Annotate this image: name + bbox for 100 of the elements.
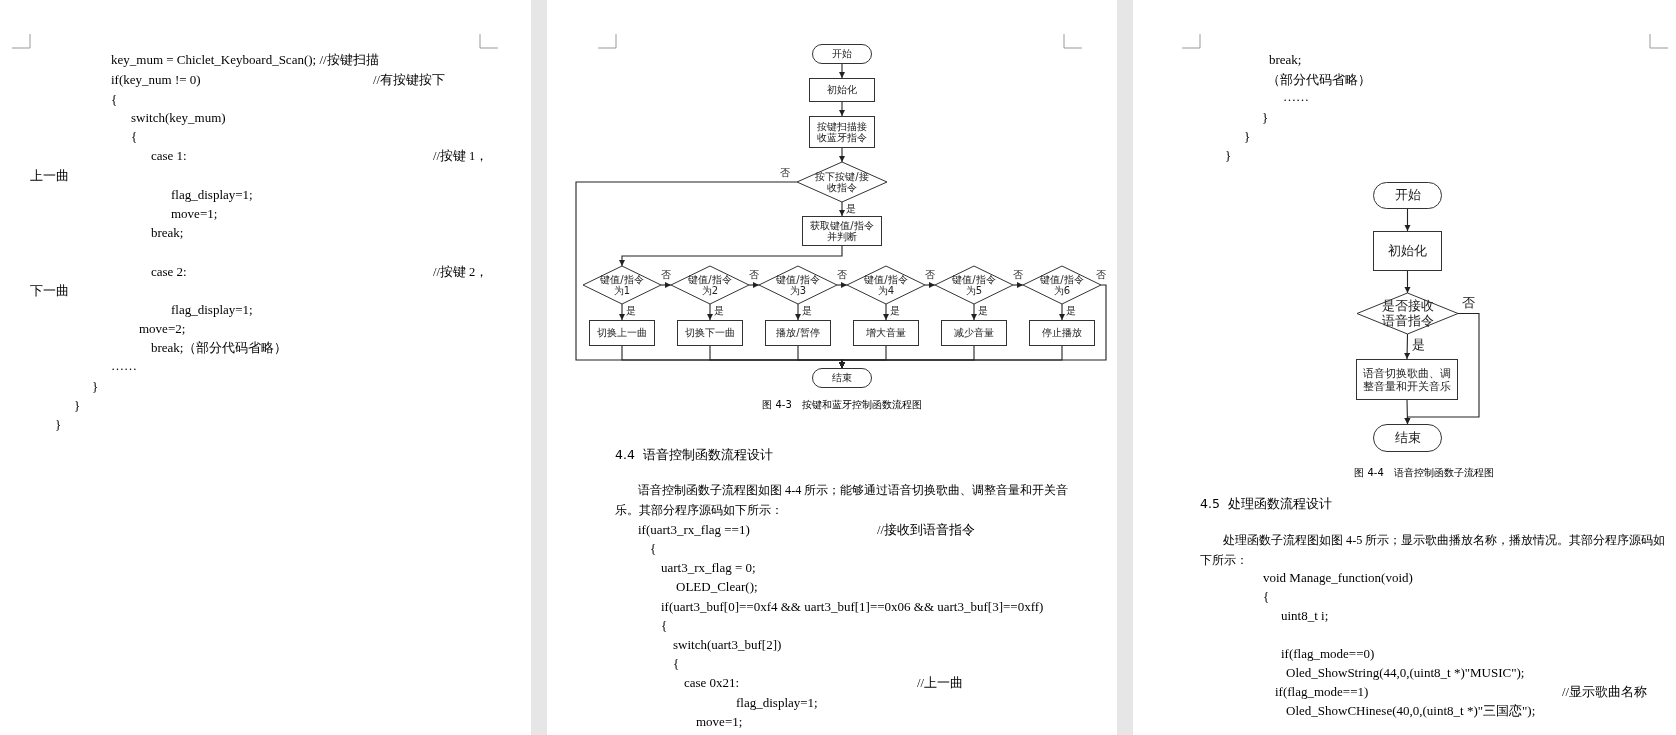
terminal-box: 结束 [812, 368, 872, 388]
code-line: move=1; [696, 713, 743, 731]
code-line: move=1; [171, 205, 218, 223]
decision-diamond: 键值/指令为3 [759, 266, 837, 304]
code-line: flag_display=1; [736, 694, 818, 712]
decision-diamond: 键值/指令为4 [847, 266, 925, 304]
code-line: uart3_rx_flag = 0; [661, 559, 756, 577]
process-box: 语音切换歌曲、调整音量和开关音乐 [1356, 359, 1458, 400]
edge-label: 是 [802, 306, 812, 316]
arrow [839, 101, 845, 117]
code-line: uint8_t i; [1281, 607, 1329, 625]
code-line: { [1263, 588, 1270, 606]
arrow [707, 303, 713, 321]
arrow [839, 201, 845, 217]
arrow [1012, 282, 1024, 288]
arrow [1404, 208, 1411, 232]
arrow [619, 245, 843, 267]
edge-label: 是 [1066, 306, 1076, 316]
code-line: Oled_ShowCHinese(40,0,(uint8_t *)"三国恋"); [1286, 702, 1536, 720]
code-line: （部分代码省略） [1267, 71, 1371, 89]
process-box: 减少音量 [941, 320, 1007, 346]
decision-diamond: 按下按键/接收指令 [797, 162, 887, 202]
decision-diamond: 键值/指令为2 [671, 266, 749, 304]
arrow [1404, 333, 1411, 360]
edge-label: 否 [925, 270, 935, 280]
code-line: switch(key_mum) [131, 109, 226, 127]
arrow [619, 303, 625, 321]
code-comment: //按键 1， [433, 148, 489, 165]
section-heading: 4.4 语音控制函数流程设计 [615, 446, 773, 464]
code-line: break;（部分代码省略） [151, 339, 288, 357]
code-line: …… [111, 357, 137, 375]
code-line: if(key_num != 0) [111, 71, 201, 89]
terminal-box: 结束 [1373, 424, 1442, 452]
code-line: break; [151, 224, 184, 242]
body-paragraph: 语音控制函数子流程图如图 4-4 所示；能够通过语音切换歌曲、调整音量和开关音乐。其部分程序源码如下所示： [615, 482, 1070, 519]
code-line: flag_display=1; [171, 301, 253, 319]
arrow [748, 282, 760, 288]
arrow [795, 303, 801, 321]
process-box: 获取键值/指令并判断 [802, 216, 882, 246]
code-line: …… [1283, 88, 1309, 106]
code-comment: //有按键按下 [373, 72, 445, 89]
code-line: void Manage_function(void) [1263, 569, 1413, 587]
arrow [839, 147, 845, 163]
code-line: move=2; [139, 320, 186, 338]
figure-caption: 图 4-3 按键和蓝牙控制函数流程图 [761, 398, 923, 411]
code-line: Oled_ShowString(44,0,(uint8_t *)"MUSIC"); [1286, 664, 1525, 682]
code-line: } [55, 416, 62, 434]
code-line: { [131, 128, 138, 146]
decision-diamond: 键值/指令为1 [583, 266, 661, 304]
code-line: switch(uart3_buf[2]) [673, 636, 782, 654]
code-comment: 上一曲 [30, 168, 69, 185]
arrow [839, 345, 1063, 369]
process-box: 切换上一曲 [589, 320, 655, 346]
code-line: } [92, 378, 99, 396]
edge-label: 否 [1462, 296, 1475, 309]
code-comment: 下一曲 [30, 283, 69, 300]
code-line: case 1: [151, 147, 187, 165]
arrow [883, 303, 889, 321]
body-paragraph: 处理函数子流程图如图 4-5 所示；显示歌曲播放名称，播放情况。其部分程序源码如下所示： [1200, 532, 1667, 569]
code-comment: //上一曲 [917, 675, 963, 692]
arrow [660, 282, 672, 288]
code-line: { [650, 540, 657, 558]
terminal-box: 开始 [812, 44, 872, 64]
code-line: { [673, 655, 680, 673]
arrow [1404, 270, 1411, 294]
edge-label: 是 [1412, 338, 1425, 351]
edge-label: 否 [749, 270, 759, 280]
process-box: 初始化 [1373, 231, 1442, 271]
code-line: if(flag_mode==0) [1281, 645, 1375, 663]
arrow [971, 303, 977, 321]
code-line: } [1244, 128, 1251, 146]
code-line: if(flag_mode==1) [1275, 683, 1369, 701]
edge-label: 是 [846, 204, 856, 214]
terminal-box: 开始 [1373, 182, 1442, 209]
edge-label: 否 [1096, 270, 1106, 280]
arrow [839, 63, 845, 79]
edge-label: 否 [1013, 270, 1023, 280]
decision-diamond: 是否接收语音指令 [1357, 293, 1458, 334]
edge-label: 是 [714, 306, 724, 316]
code-line: OLED_Clear(); [676, 578, 758, 596]
code-line: case 0x21: [684, 674, 740, 692]
figure-caption: 图 4-4 语音控制函数子流程图 [1353, 466, 1495, 479]
code-line: if(uart3_rx_flag ==1) [638, 521, 750, 539]
arrow [836, 282, 848, 288]
edge-label: 否 [837, 270, 847, 280]
arrow [1059, 303, 1065, 321]
code-comment: //显示歌曲名称 [1562, 684, 1647, 701]
code-line: } [74, 397, 81, 415]
edge-label: 否 [661, 270, 671, 280]
process-box: 停止播放 [1029, 320, 1095, 346]
code-line: flag_display=1; [171, 186, 253, 204]
arrow [924, 282, 936, 288]
process-box: 切换下一曲 [677, 320, 743, 346]
code-line: break; [1269, 51, 1302, 69]
process-box: 增大音量 [853, 320, 919, 346]
code-line: key_mum = Chiclet_Keyboard_Scan(); //按键扫描 [111, 51, 379, 69]
section-heading: 4.5 处理函数流程设计 [1200, 495, 1332, 513]
edge-label: 否 [780, 168, 790, 178]
process-box: 初始化 [809, 78, 875, 102]
code-comment: //接收到语音指令 [877, 522, 975, 539]
